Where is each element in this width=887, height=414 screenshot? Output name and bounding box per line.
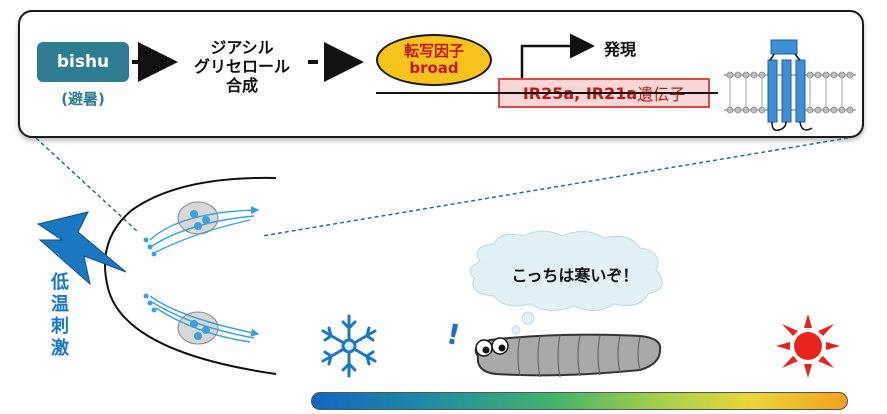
synthesis-line-2: グリセロール [193,57,290,76]
larva-speech-text: こっちは寒いぞ！ [511,266,639,285]
membrane-receptor-icon [724,39,856,132]
bishu-gene-note: (避暑) [61,90,105,108]
zoom-line-right [261,137,849,237]
zoom-line-left [35,137,139,233]
lower-ganglion [143,293,260,345]
expression-label: 発現 [604,40,637,59]
lightning-bolt-icon [36,211,127,286]
larva-head-outline [104,176,277,375]
upper-ganglion [143,201,260,257]
bishu-gene-label: bishu [56,52,110,72]
synthesis-line-1: ジアシル [210,38,274,57]
low-temperature-stimulus-label: 低温刺激 [51,272,69,359]
transcription-start-arrow [520,33,595,78]
bishu-gene-box: bishu [37,42,129,82]
larva-body-icon [474,333,662,378]
synthesis-line-3: 合成 [225,76,258,95]
transcription-factor-line-2: broad [409,59,459,77]
transcription-factor-ellipse: 転写因子 broad [376,34,492,86]
sun-icon [776,314,840,378]
target-gene-suffix: 遺伝子 [637,85,686,104]
diacylglycerol-synthesis-label: ジアシル グリセロール 合成 [178,38,306,95]
thought-bubble [469,230,663,335]
temperature-gradient-bar [311,392,848,410]
snowflake-icon [321,314,377,378]
transcription-factor-line-1: 転写因子 [403,42,464,60]
